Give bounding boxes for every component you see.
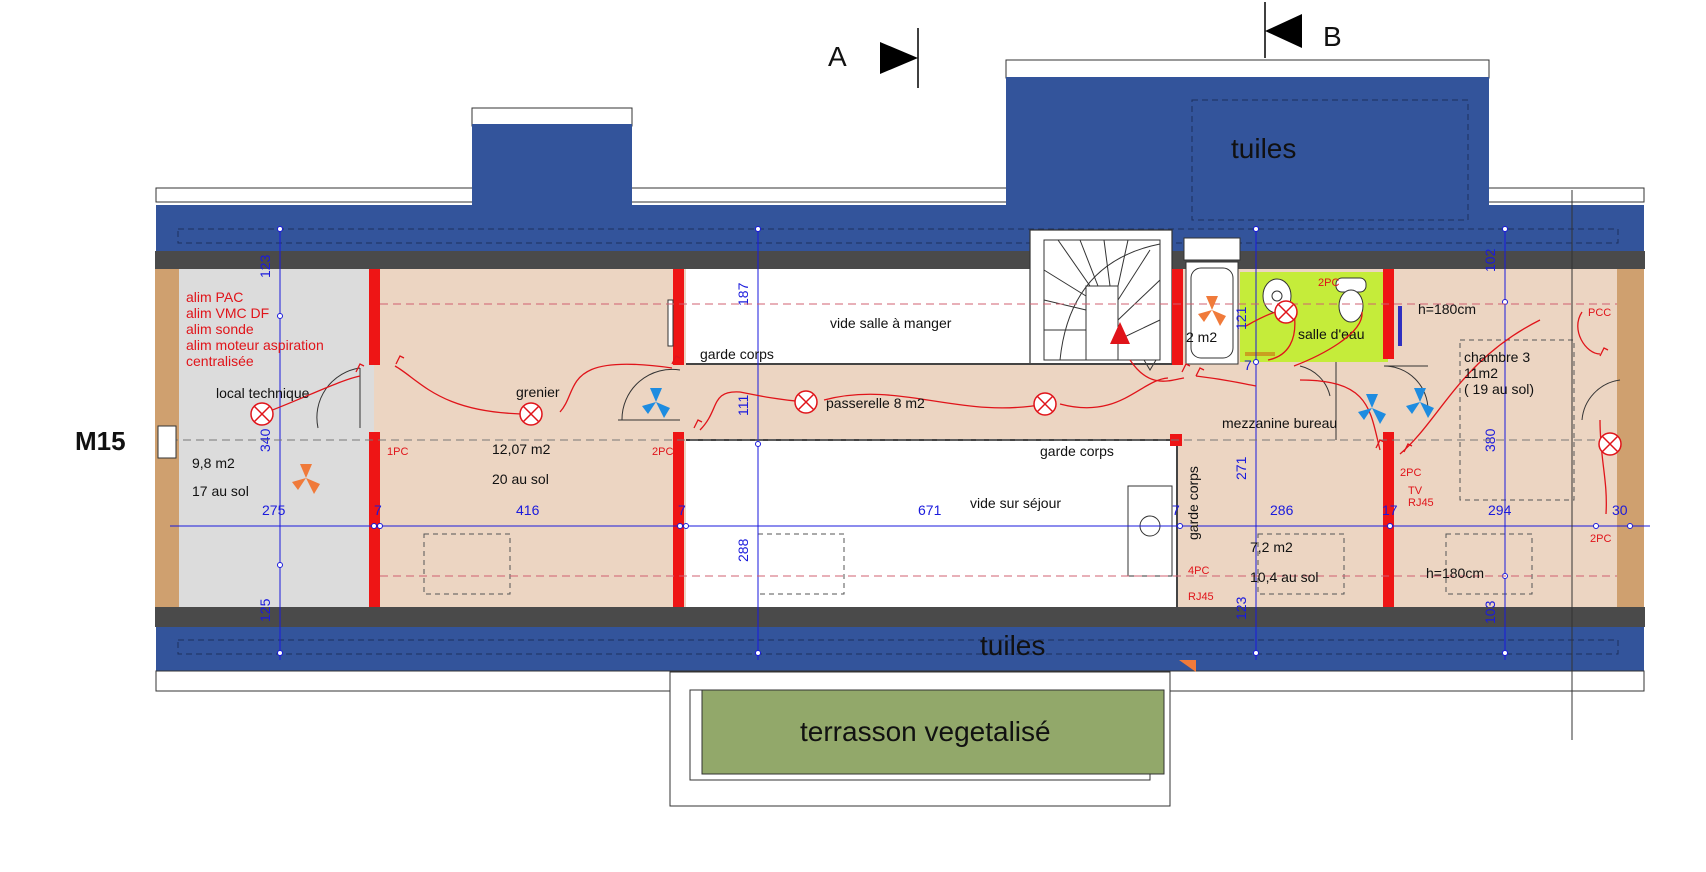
- tech-line-5: centralisée: [186, 353, 254, 369]
- terrace: [669, 671, 1171, 807]
- section-a-arrow-icon: [880, 42, 918, 74]
- bedroom-floor: ( 19 au sol): [1464, 381, 1534, 397]
- elec-rj45-right: RJ45: [1408, 497, 1434, 509]
- switches: [355, 347, 1609, 453]
- grenier-floor: 20 au sol: [492, 471, 549, 487]
- vent-icon-bedroom: [1406, 388, 1434, 418]
- terrace-label: terrasson vegetalisé: [800, 716, 1051, 747]
- passerelle-label: passerelle 8 m2: [826, 395, 925, 411]
- dimension-lines: [170, 190, 1650, 740]
- section-a-label: A: [828, 41, 847, 72]
- void-living-label: vide sur séjour: [970, 495, 1061, 511]
- elec-2pc-wc: 2PC: [1318, 277, 1339, 289]
- vent-icon-tech: [292, 464, 320, 494]
- dim-271: 271: [1233, 456, 1249, 480]
- grenier-area: 12,07 m2: [492, 441, 551, 457]
- doors: [316, 299, 1621, 440]
- dim-7-c: 7: [1172, 502, 1180, 518]
- dim-288: 288: [735, 538, 751, 562]
- dim-671: 671: [918, 502, 942, 518]
- tech-room-floor-area: 17 au sol: [192, 483, 249, 499]
- guardrail-label-2: garde corps: [1040, 443, 1114, 459]
- dim-123-bottom: 123: [1233, 596, 1249, 620]
- window-left: [157, 425, 177, 459]
- dim-17: 17: [1382, 502, 1398, 518]
- elec-pcc: PCC: [1588, 307, 1611, 319]
- elec-1pc: 1PC: [387, 446, 408, 458]
- height-top: h=180cm: [1418, 301, 1476, 317]
- mezzanine-area: 7,2 m2: [1250, 539, 1293, 555]
- dim-102: 102: [1482, 248, 1498, 272]
- vent-icon-stair: [1198, 296, 1226, 326]
- shower: [1183, 237, 1241, 365]
- dim-7-a: 7: [374, 502, 382, 518]
- staircase: [1029, 229, 1173, 371]
- tech-line-3: alim sonde: [186, 321, 254, 337]
- roof-top: [155, 59, 1645, 255]
- elec-2pc-right: 2PC: [1400, 467, 1421, 479]
- wall-bottom: [155, 607, 1645, 627]
- dim-7-d: 7: [1244, 357, 1252, 373]
- stair-up-arrow-icon: [1110, 322, 1130, 344]
- vent-icon-passage: [642, 388, 670, 418]
- guardrail-label-1: garde corps: [700, 346, 774, 362]
- wall-top: [155, 251, 1645, 269]
- elec-rj45-left: RJ45: [1188, 591, 1214, 603]
- red-walls: [369, 269, 1394, 607]
- dim-111: 111: [735, 395, 751, 416]
- dim-187: 187: [735, 282, 751, 306]
- dim-103: 103: [1482, 600, 1498, 624]
- tech-room-floor: [179, 269, 374, 607]
- bedroom-name: chambre 3: [1464, 349, 1530, 365]
- level-label: M15: [75, 426, 126, 456]
- beam-lines: [170, 303, 1617, 577]
- dim-7-b: 7: [678, 502, 686, 518]
- elec-2pc-left: 2PC: [652, 446, 673, 458]
- dim-121: 121: [1233, 306, 1249, 330]
- ceiling-lights: [250, 300, 1622, 456]
- desk: [1127, 485, 1173, 577]
- vent-icon-mezz: [1358, 394, 1386, 424]
- section-b-label: B: [1323, 21, 1342, 52]
- mezzanine-floor: 10,4 au sol: [1250, 569, 1319, 585]
- tech-line-2: alim VMC DF: [186, 305, 269, 321]
- dim-30: 30: [1612, 502, 1628, 518]
- elec-4pc: 4PC: [1188, 565, 1209, 577]
- void-living: [686, 440, 1177, 607]
- tech-room-name: local technique: [216, 385, 310, 401]
- elec-2pc-far: 2PC: [1590, 533, 1611, 545]
- tech-line-4: alim moteur aspiration: [186, 337, 324, 353]
- dim-294: 294: [1488, 502, 1512, 518]
- dim-275: 275: [262, 502, 286, 518]
- void-dining-label: vide salle à manger: [830, 315, 952, 331]
- bathroom-label: salle d'eau: [1298, 326, 1365, 342]
- grenier-name: grenier: [516, 384, 560, 400]
- dim-416: 416: [516, 502, 540, 518]
- mezzanine-label: mezzanine bureau: [1222, 415, 1337, 431]
- tech-room-area: 9,8 m2: [192, 455, 235, 471]
- dimension-dots: [277, 226, 1633, 656]
- bedroom-area: 11m2: [1464, 365, 1498, 381]
- tech-line-1: alim PAC: [186, 289, 243, 305]
- electrical-circuits: [261, 309, 1607, 515]
- dim-286: 286: [1270, 502, 1294, 518]
- roof-top-label: tuiles: [1231, 133, 1296, 164]
- dim-123-top: 123: [257, 254, 273, 278]
- elec-tv: TV: [1408, 485, 1423, 497]
- guardrail-label-3: garde corps: [1185, 466, 1201, 540]
- roof-bottom-label: tuiles: [980, 630, 1045, 661]
- wc-area: 2 m2: [1186, 329, 1217, 345]
- dim-125: 125: [257, 598, 273, 622]
- section-b-arrow-icon: [1265, 14, 1302, 48]
- timber-right: [1617, 269, 1644, 607]
- height-bottom: h=180cm: [1426, 565, 1484, 581]
